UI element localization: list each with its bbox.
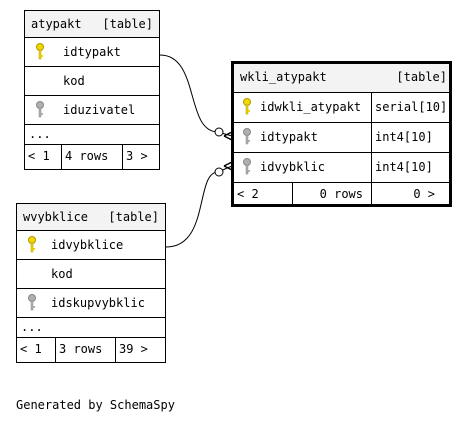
column-row[interactable]: kod [25, 67, 159, 96]
column-name: idwkli_atypakt [260, 100, 362, 114]
footer-right: 0 > [413, 187, 435, 201]
table-name: wvybklice [23, 210, 89, 224]
table-kind: [table] [396, 70, 447, 84]
footer-left: < 1 [20, 342, 42, 356]
foreign-key-icon [243, 158, 251, 175]
footer-right: 3 > [126, 149, 148, 163]
table-footer: < 2 0 rows 0 > [234, 183, 449, 204]
relation-endpoint-circle [214, 167, 224, 177]
more-columns: ... [25, 125, 159, 145]
column-name: idskupvybklic [51, 296, 145, 310]
column-name: idtypakt [260, 130, 318, 144]
column-type: int4[10] [375, 130, 433, 144]
table-wvybklice[interactable]: wvybklice [table] idvybklice kod idskupv… [16, 203, 166, 363]
relation-wvybklice-to-wkli [165, 165, 233, 248]
relation-atypakt-to-wkli [159, 54, 233, 137]
footer-left: < 1 [28, 149, 50, 163]
column-name: idvybklic [260, 160, 326, 174]
column-type: int4[10] [375, 160, 433, 174]
footer-left: < 2 [237, 187, 259, 201]
row-count: 3 rows [59, 342, 103, 356]
column-row[interactable]: idtypakt int4[10] [234, 123, 449, 153]
crow-foot [223, 161, 233, 171]
generated-by-label: Generated by SchemaSpy [16, 398, 175, 412]
primary-key-icon [36, 43, 44, 60]
row-count: 0 rows [319, 187, 363, 201]
column-row[interactable]: iduzivatel [25, 96, 159, 125]
table-header: wvybklice [table] [17, 204, 165, 231]
column-type: serial[10] [375, 100, 448, 114]
column-row[interactable]: idwkli_atypakt serial[10] [234, 93, 449, 123]
table-header: atypakt [table] [25, 11, 159, 38]
table-name: atypakt [31, 17, 82, 31]
table-wkli-atypakt[interactable]: wkli_atypakt [table] idwkli_atypakt seri… [231, 61, 452, 207]
column-name: kod [63, 74, 85, 88]
table-kind: [table] [108, 210, 159, 224]
column-row[interactable]: kod [17, 260, 165, 289]
table-kind: [table] [102, 17, 153, 31]
table-name: wkli_atypakt [240, 70, 327, 84]
column-row[interactable]: idvybklice [17, 231, 165, 260]
foreign-key-icon [28, 294, 36, 311]
primary-key-icon [28, 236, 36, 253]
relation-endpoint-circle [214, 127, 224, 137]
column-name: kod [51, 267, 73, 281]
footer-right: 39 > [119, 342, 148, 356]
primary-key-icon [243, 98, 251, 115]
table-header: wkli_atypakt [table] [234, 64, 449, 93]
column-row[interactable]: idtypakt [25, 38, 159, 67]
table-footer: < 1 4 rows 3 > [25, 145, 159, 169]
table-footer: < 1 3 rows 39 > [17, 338, 165, 362]
column-row[interactable]: idskupvybklic [17, 289, 165, 318]
column-name: iduzivatel [63, 103, 136, 117]
row-count: 4 rows [65, 149, 109, 163]
crow-foot [223, 131, 233, 141]
foreign-key-icon [243, 128, 251, 145]
column-name: idtypakt [63, 45, 121, 59]
column-name: idvybklice [51, 238, 124, 252]
more-columns: ... [17, 318, 165, 338]
foreign-key-icon [36, 101, 44, 118]
table-atypakt[interactable]: atypakt [table] idtypakt kod iduzivatel … [24, 10, 160, 170]
column-row[interactable]: idvybklic int4[10] [234, 153, 449, 183]
